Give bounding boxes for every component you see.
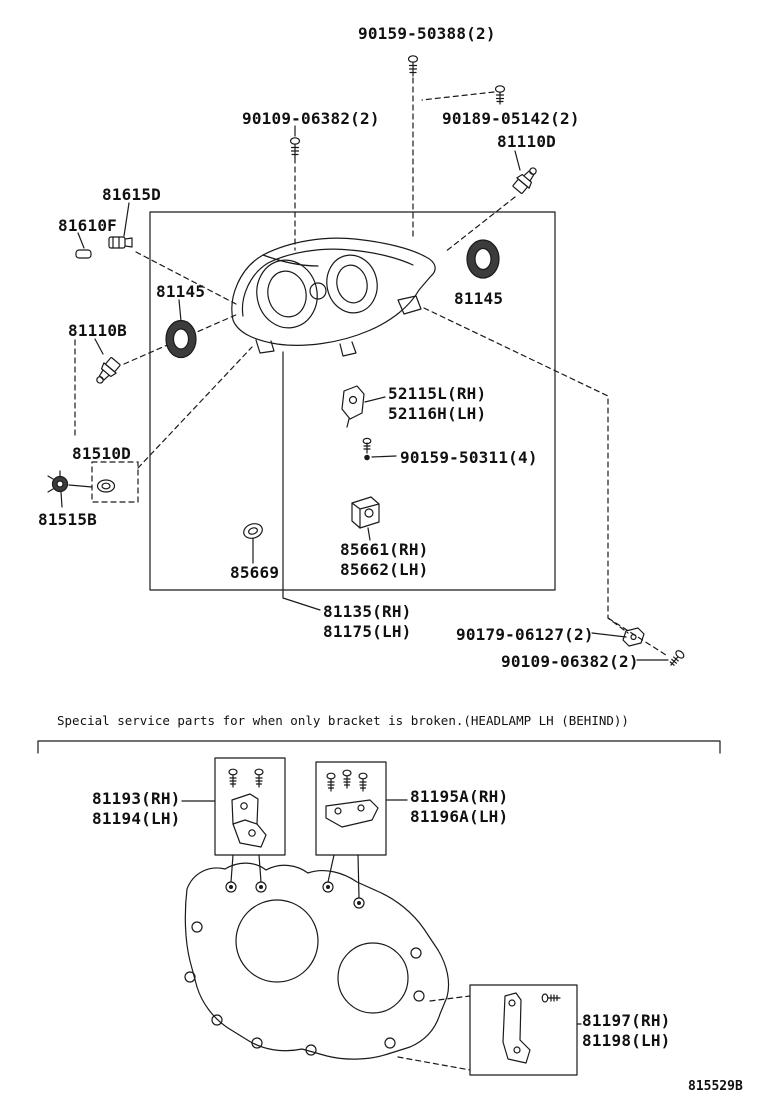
part-label-81195a-81196a: 81195A(RH) 81196A(LH) — [410, 787, 508, 827]
bulb-icon-81110b — [96, 357, 121, 384]
nut-icon-90179-06127 — [622, 627, 645, 647]
seal-icon-81145-right — [466, 239, 500, 279]
part-label-90159-50311: 90159-50311(4) — [400, 448, 538, 467]
part-label-81510d: 81510D — [72, 444, 131, 463]
bulb-icon-81110d — [512, 167, 537, 194]
part-label-81194: 81194(LH) — [92, 809, 181, 828]
unit-icon-85661 — [351, 496, 380, 529]
bracket-kit-icon-81197 — [502, 992, 561, 1064]
headlamp-housing-drawing — [184, 862, 450, 1060]
part-label-90109-06382-bottom: 90109-06382(2) — [501, 652, 639, 671]
part-icon-81610f — [75, 249, 92, 259]
part-label-85661: 85661(RH) — [340, 540, 429, 559]
part-label-81197-81198: 81197(RH) 81198(LH) — [582, 1011, 671, 1051]
solid-leader-lines — [60, 125, 669, 1025]
part-label-81610f: 81610F — [58, 216, 117, 235]
screw-icon-90159-50311 — [362, 437, 372, 461]
part-label-81135-81175: 81135(RH) 81175(LH) — [323, 602, 412, 642]
service-box-81195a — [315, 761, 387, 856]
part-label-85661-85662: 85661(RH) 85662(LH) — [340, 540, 429, 580]
part-label-81195a: 81195A(RH) — [410, 787, 509, 806]
diagram-code: 815529B — [688, 1079, 743, 1094]
screw-icon-90159-50388 — [407, 55, 419, 77]
part-label-85662: 85662(LH) — [340, 560, 429, 579]
part-label-81615d: 81615D — [102, 185, 161, 204]
part-label-81193-81194: 81193(RH) 81194(LH) — [92, 789, 181, 829]
part-label-90189-05142: 90189-05142(2) — [442, 109, 580, 128]
part-label-81198: 81198(LH) — [582, 1031, 671, 1050]
bracket-kit-icon-81193 — [228, 768, 267, 848]
seal-icon-81145-left — [165, 319, 197, 359]
part-icon-81615d — [108, 236, 133, 249]
part-label-81135: 81135(RH) — [323, 602, 412, 621]
part-label-90109-06382-top: 90109-06382(2) — [242, 109, 380, 128]
part-label-90159-50388: 90159-50388(2) — [358, 24, 496, 43]
service-box-81193 — [214, 757, 286, 856]
seal-icon-85669 — [243, 523, 263, 539]
bracket-kit-icon-81195a — [325, 769, 379, 828]
dashed-leader-lines — [74, 77, 667, 1071]
part-label-85669: 85669 — [230, 563, 280, 582]
part-label-81110d: 81110D — [497, 132, 556, 151]
main-parts-box — [149, 211, 556, 591]
screw-icon-90189-05142 — [494, 85, 506, 105]
part-label-52115l: 52115L(RH) — [388, 384, 487, 403]
service-note: Special service parts for when only brac… — [57, 713, 629, 728]
part-label-90179-06127: 90179-06127(2) — [456, 625, 594, 644]
part-label-81515b: 81515B — [38, 510, 97, 529]
part-label-81175: 81175(LH) — [323, 622, 412, 641]
part-label-81193: 81193(RH) — [92, 789, 181, 808]
cap-icon-81510d — [96, 479, 116, 493]
bracket-icon-52115 — [341, 385, 365, 428]
part-label-52116h: 52116H(LH) — [388, 404, 487, 423]
part-label-81110b: 81110B — [68, 321, 127, 340]
part-label-81197: 81197(RH) — [582, 1011, 671, 1030]
headlamp-assembly-drawing — [231, 237, 436, 357]
section-bracket-line — [37, 740, 721, 754]
part-label-81145-right: 81145 — [454, 289, 504, 308]
part-label-81145-left: 81145 — [156, 282, 206, 301]
part-label-52115-52116: 52115L(RH) 52116H(LH) — [388, 384, 486, 424]
socket-icon-81515b — [47, 470, 69, 493]
service-box-81197 — [469, 984, 578, 1076]
screw-icon-90109-06382-bottom — [669, 650, 685, 666]
screw-icon-90109-06382-top — [289, 137, 301, 159]
part-label-81196a: 81196A(LH) — [410, 807, 509, 826]
